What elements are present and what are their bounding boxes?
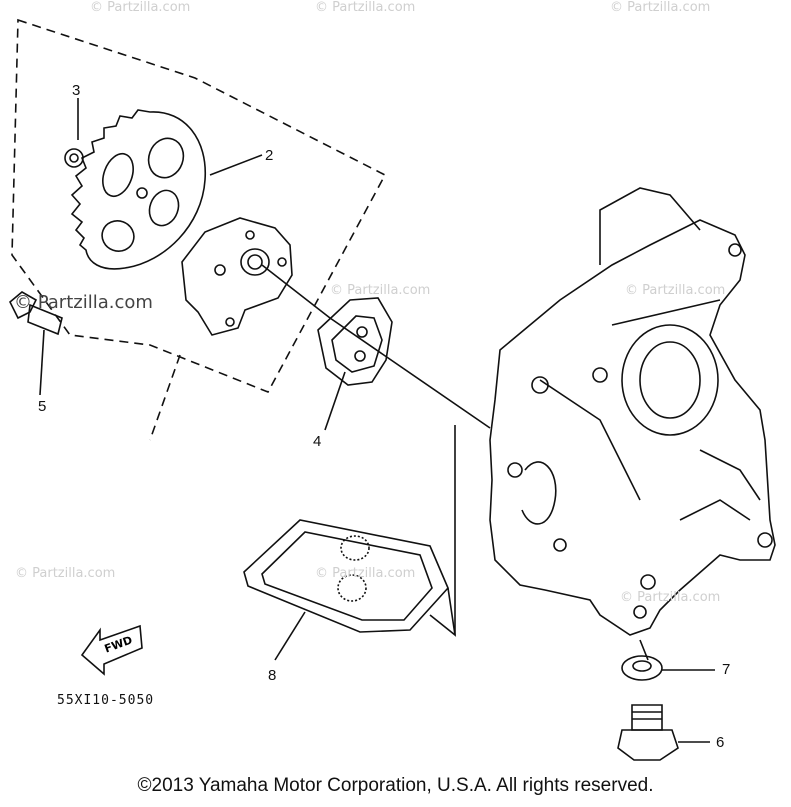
fwd-arrow-icon: [80, 624, 143, 676]
callout-6: 6: [716, 734, 725, 751]
dashed-leader: [149, 354, 181, 441]
watermark: © Partzilla.com: [15, 566, 116, 581]
watermark: © Partzilla.com: [625, 283, 726, 298]
watermark: © Partzilla.com: [330, 283, 431, 298]
oil-pump-gear: [70, 109, 206, 270]
watermark: © Partzilla.com: [315, 0, 416, 15]
watermark: © Partzilla.com: [620, 590, 721, 605]
watermark: © Partzilla.com: [610, 0, 711, 15]
callout-7: 7: [722, 661, 731, 678]
watermark: © Partzilla.com: [90, 0, 191, 15]
diagram-code: 55XI10-5050: [57, 693, 155, 708]
crankcase: [454, 187, 776, 661]
partzilla-label: © Partzilla.com: [14, 292, 153, 313]
leader-2: [209, 154, 263, 176]
bolt: [9, 291, 63, 396]
circlip: [64, 148, 84, 168]
washer: [621, 655, 715, 681]
callout-2: 2: [265, 147, 274, 164]
callout-4: 4: [313, 433, 322, 450]
drain-bolt: [617, 704, 710, 761]
assembly-dashed-outline: [11, 18, 387, 394]
watermark: © Partzilla.com: [315, 566, 416, 581]
callout-3: 3: [72, 82, 81, 99]
gasket: [317, 297, 393, 431]
copyright-notice: ©2013 Yamaha Motor Corporation, U.S.A. A…: [137, 775, 654, 796]
callout-5: 5: [38, 398, 47, 415]
oil-strainer: [243, 519, 457, 661]
callout-8: 8: [268, 667, 277, 684]
